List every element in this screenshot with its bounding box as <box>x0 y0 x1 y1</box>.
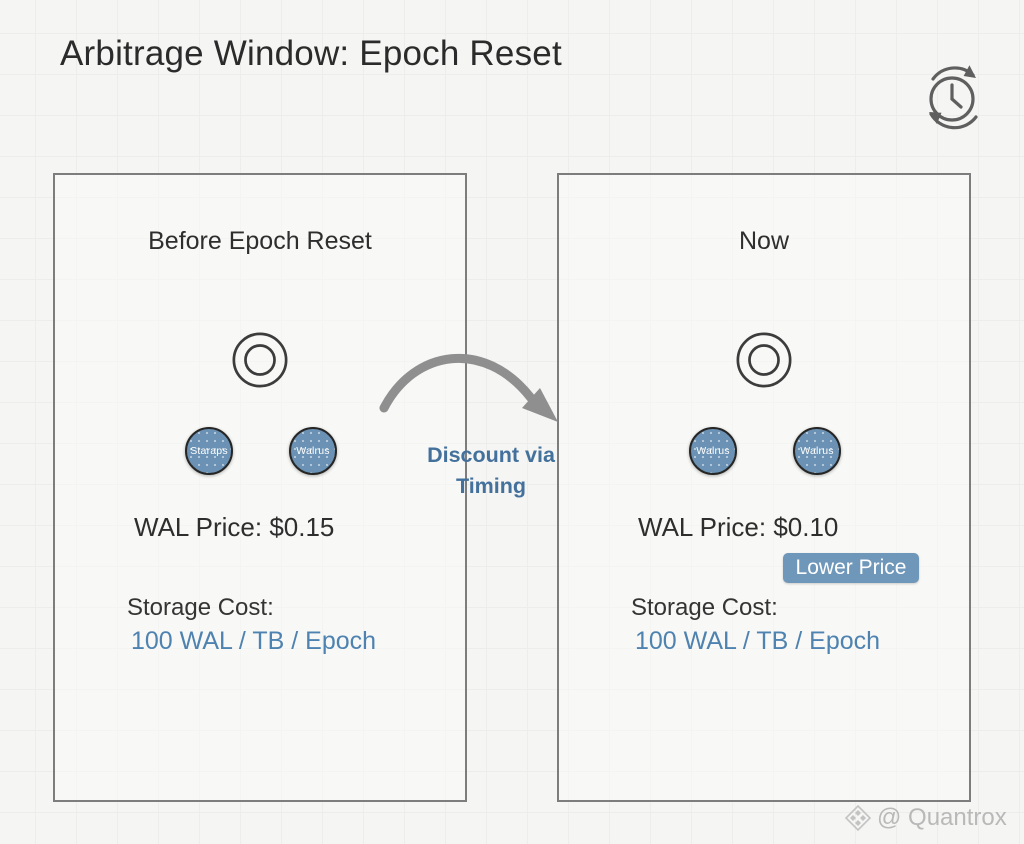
curved-arrow-icon <box>379 353 558 422</box>
panel-now: Now Walrus Walrus WAL Price: $0.10 Lower… <box>557 173 971 802</box>
storage-cost-label: Storage Cost: <box>631 594 778 621</box>
storage-cost-value: 100 WAL / TB / Epoch <box>635 627 881 655</box>
discount-via-timing-label: Discount via Timing <box>396 440 586 501</box>
panel-heading: Before Epoch Reset <box>148 227 372 255</box>
wal-price-before: WAL Price: $0.15 <box>134 512 335 542</box>
watermark: @ Quantrox <box>845 804 1007 832</box>
storage-cost-value: 100 WAL / TB / Epoch <box>131 627 377 655</box>
page-title: Arbitrage Window: Epoch Reset <box>60 34 562 73</box>
token-badge-label: Staraps <box>190 445 228 457</box>
concentric-circles-icon <box>232 332 288 388</box>
discount-label-line1: Discount via <box>427 443 555 467</box>
token-badge: Walrus <box>689 427 737 475</box>
watermark-diamond-icon <box>845 805 871 831</box>
panel-before-epoch-reset: Before Epoch Reset Staraps Walrus WAL Pr… <box>53 173 467 802</box>
token-badge: Walrus <box>289 427 337 475</box>
token-badge-label: Walrus <box>696 445 730 457</box>
watermark-text: @ Quantrox <box>877 804 1007 831</box>
discount-label-line2: Timing <box>455 473 527 498</box>
concentric-circles-icon <box>736 332 792 388</box>
token-badge-label: Walrus <box>296 445 330 457</box>
token-badge-label: Walrus <box>800 445 834 457</box>
clock-history-icon <box>929 65 978 130</box>
lower-price-badge: Lower Price <box>783 553 919 583</box>
token-badge: Walrus <box>793 427 841 475</box>
panel-heading: Now <box>738 227 789 255</box>
storage-cost-label: Storage Cost: <box>127 594 274 621</box>
token-badge: Staraps <box>185 427 233 475</box>
wal-price-now: WAL Price: $0.10 <box>638 512 839 542</box>
